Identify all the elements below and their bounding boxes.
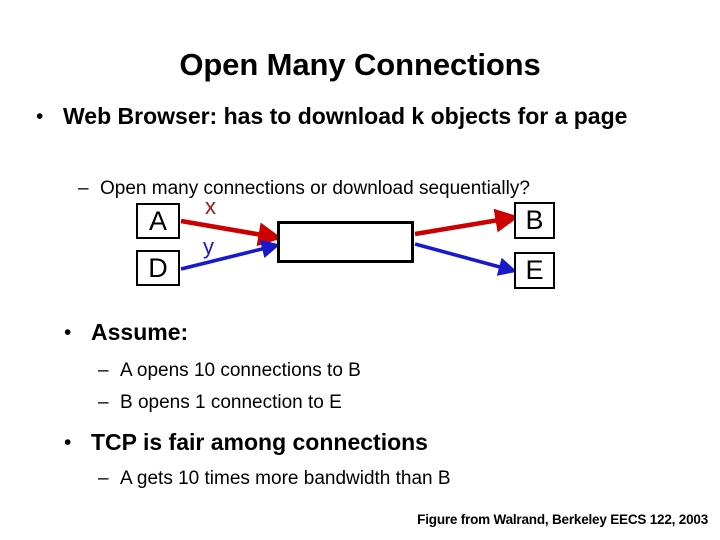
arrow-d-to-link xyxy=(180,239,281,271)
node-e: E xyxy=(514,252,555,289)
flow-label-x: x xyxy=(205,194,216,219)
bullet-tcp-is-fair: • TCP is fair among connections xyxy=(64,428,428,457)
bullet-marker: • xyxy=(64,321,72,344)
figure-attribution: Figure from Walrand, Berkeley EECS 122, … xyxy=(417,512,708,527)
bullet-text: TCP is fair among connections xyxy=(91,429,428,455)
bullet-a-opens-10: – A opens 10 connections to B xyxy=(98,358,361,383)
bullet-marker: – xyxy=(78,178,89,199)
bullet-marker: • xyxy=(64,431,72,454)
bullet-marker: – xyxy=(98,360,109,381)
node-b: B xyxy=(514,202,555,239)
bullet-open-many-connections: – Open many connections or download sequ… xyxy=(78,176,530,201)
bullet-web-browser: • Web Browser: has to download k objects… xyxy=(36,102,686,131)
bullet-marker: – xyxy=(98,392,109,413)
flow-label-y: y xyxy=(203,234,214,259)
node-d: D xyxy=(136,250,180,286)
arrow-link-to-b xyxy=(414,208,520,237)
bullet-b-opens-1: – B opens 1 connection to E xyxy=(98,390,342,415)
arrow-a-to-link xyxy=(180,218,283,247)
bullet-a-gets-10x: – A gets 10 times more bandwidth than B xyxy=(98,466,451,491)
bullet-text: Assume: xyxy=(91,319,189,345)
bullet-assume: • Assume: xyxy=(64,318,188,347)
bullet-text: B opens 1 connection to E xyxy=(120,392,342,413)
node-a: A xyxy=(136,203,180,239)
bullet-text: A gets 10 times more bandwidth than B xyxy=(120,468,451,489)
bullet-text: A opens 10 connections to B xyxy=(120,360,361,381)
node-shared-link xyxy=(277,221,414,263)
bullet-marker: • xyxy=(36,105,44,128)
bullet-marker: – xyxy=(98,468,109,489)
page-title: Open Many Connections xyxy=(179,47,541,82)
bullet-text: Open many connections or download sequen… xyxy=(100,178,530,199)
arrow-link-to-e xyxy=(414,242,518,276)
bullet-text: Web Browser: has to download k objects f… xyxy=(63,103,628,129)
